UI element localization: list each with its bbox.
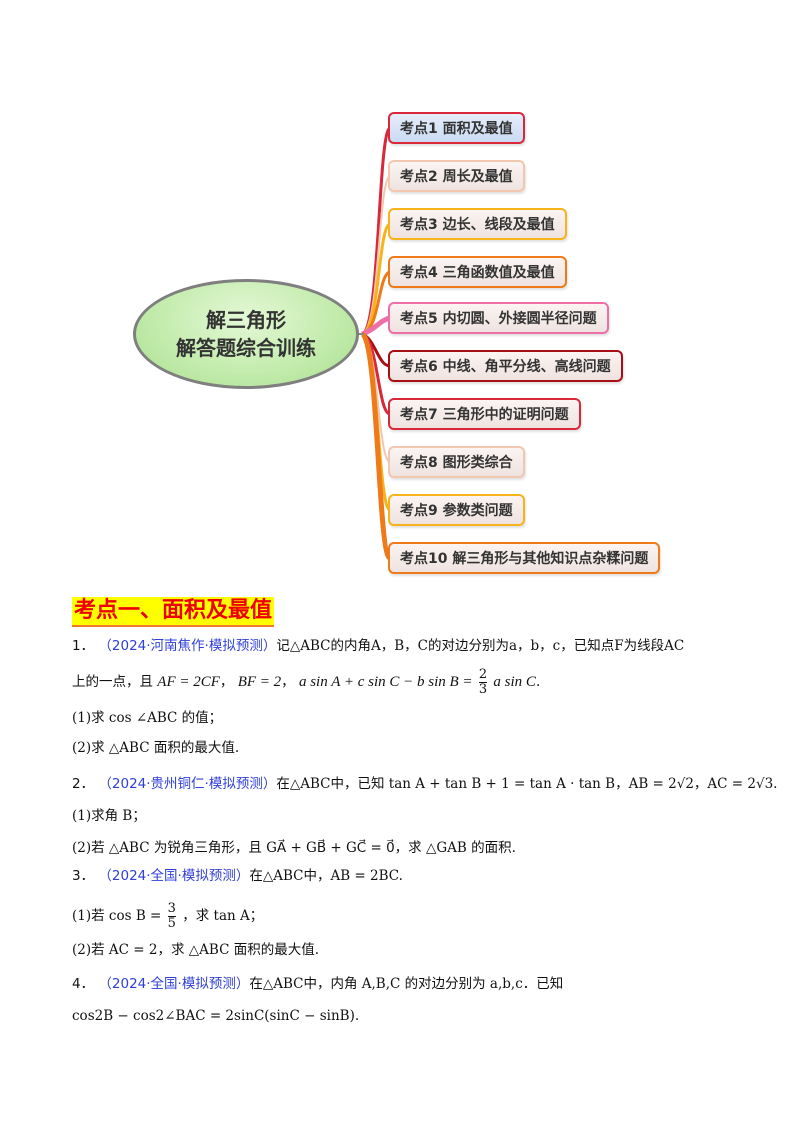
- topic-node-10: 考点10 解三角形与其他知识点杂糅问题: [388, 542, 661, 574]
- problem-3-part-2: (2)若 AC = 2，求 △ABC 面积的最大值.: [72, 942, 319, 958]
- problem-1-conditions: 上的一点，且 AF = 2CF， BF = 2， a sin A + c sin…: [72, 667, 541, 697]
- problem-2-stem: 2． （2024·贵州铜仁·模拟预测）在△ABC中，已知 tan A + tan…: [72, 776, 778, 792]
- problem-4-equation: cos2B − cos2∠BAC = 2sinC(sinC − sinB).: [72, 1008, 360, 1024]
- center-topic-line1: 解三角形: [206, 308, 286, 332]
- center-topic-line2: 解答题综合训练: [176, 336, 316, 360]
- mind-map: 解三角形 解答题综合训练 考点1 面积及最值 考点2 周长及最值 考点3 边长、…: [133, 112, 661, 574]
- problem-3-source: （2024·全国·模拟预测）: [98, 868, 250, 884]
- topic-node-7: 考点7 三角形中的证明问题: [388, 398, 581, 430]
- topic-node-3: 考点3 边长、线段及最值: [388, 208, 567, 240]
- problem-2-part-2: (2)若 △ABC 为锐角三角形，且 GA⃗ + GB⃗ + GC⃗ = 0⃗，…: [72, 840, 516, 856]
- topic-node-5: 考点5 内切圆、外接圆半径问题: [388, 302, 609, 334]
- topic-node-9: 考点9 参数类问题: [388, 494, 525, 526]
- problem-4-source: （2024·全国·模拟预测）: [98, 976, 250, 992]
- problem-1-stem: 1． （2024·河南焦作·模拟预测）记△ABC的内角A，B，C的对边分别为a，…: [72, 638, 685, 654]
- topic-node-1: 考点1 面积及最值: [388, 112, 525, 144]
- problem-2-source: （2024·贵州铜仁·模拟预测）: [98, 776, 277, 792]
- problem-2-part-1: (1)求角 B；: [72, 808, 146, 824]
- problem-4-stem: 4． （2024·全国·模拟预测）在△ABC中，内角 A,B,C 的对边分别为 …: [72, 976, 564, 992]
- topic-node-4: 考点4 三角函数值及最值: [388, 256, 567, 288]
- topic-node-6: 考点6 中线、角平分线、高线问题: [388, 350, 623, 382]
- center-topic-node: 解三角形 解答题综合训练: [133, 279, 359, 389]
- problem-1-source: （2024·河南焦作·模拟预测）: [98, 638, 277, 654]
- problem-1-part-1: (1)求 cos ∠ABC 的值；: [72, 710, 223, 726]
- problem-1-part-2: (2)求 △ABC 面积的最大值.: [72, 740, 240, 756]
- problem-3-stem: 3． （2024·全国·模拟预测）在△ABC中，AB = 2BC.: [72, 868, 403, 884]
- section-heading: 考点一、面积及最值: [72, 597, 275, 627]
- topic-node-8: 考点8 图形类综合: [388, 446, 525, 478]
- topic-node-2: 考点2 周长及最值: [388, 160, 525, 192]
- branch-lines: [356, 126, 393, 561]
